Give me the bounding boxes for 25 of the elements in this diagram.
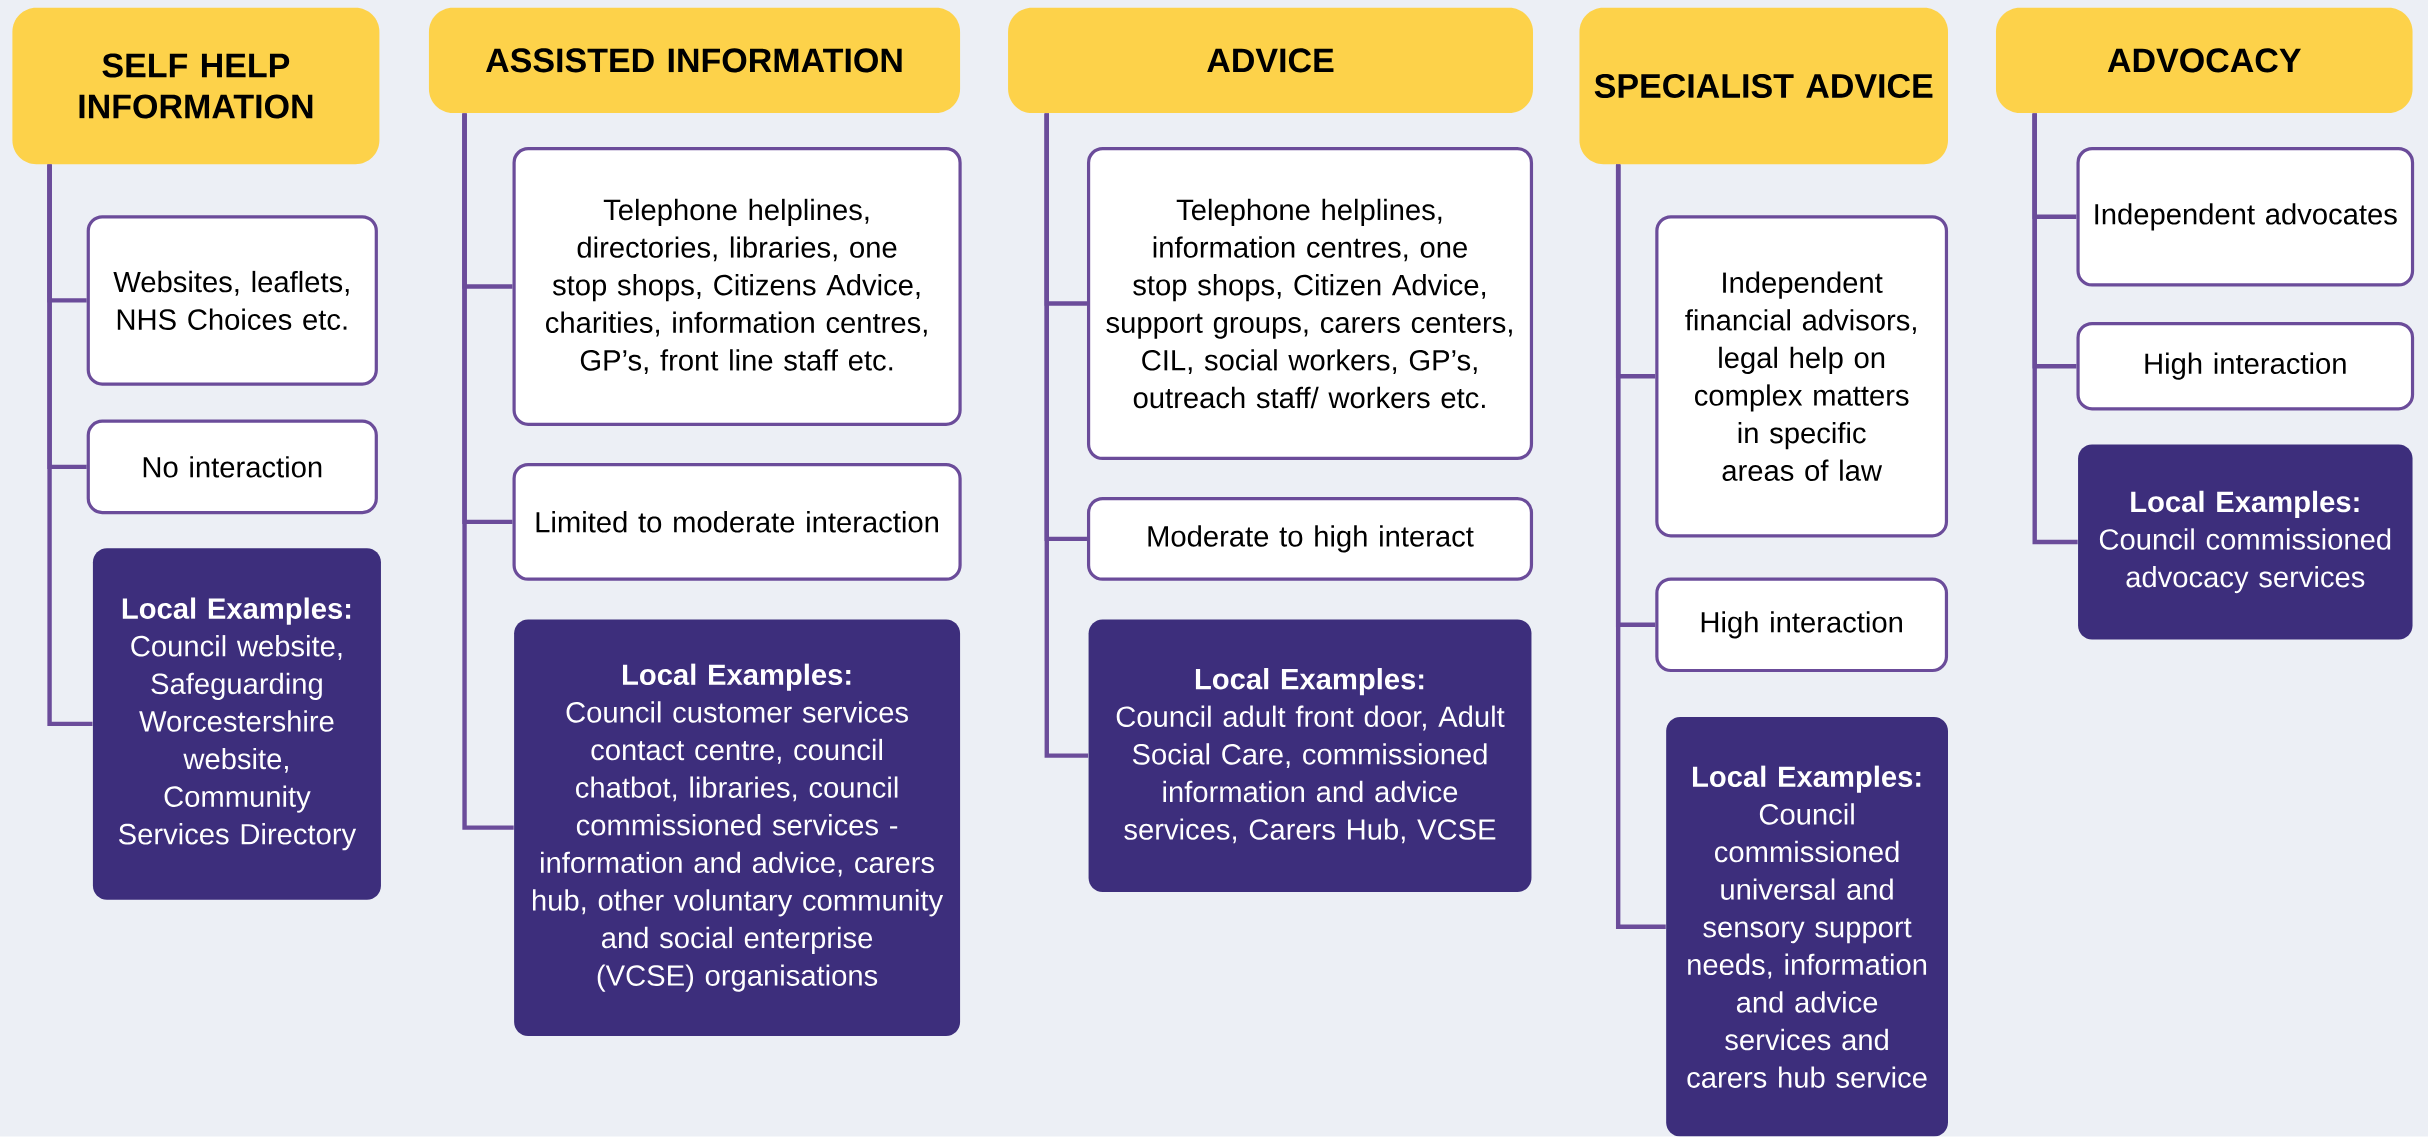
category-header: SELF HELP INFORMATION bbox=[12, 7, 380, 165]
info-box: Telephone helplines, directories, libraries, one stop shops, Citizens Advice, charities, information centres, GP’s, front line staff etc. bbox=[512, 147, 962, 427]
connector-line bbox=[1044, 113, 1089, 759]
examples-box: Local Examples: Council commissioned universal and sensory support needs, information and advice services and carers hub service bbox=[1666, 717, 1948, 1137]
info-box: Independent advocates bbox=[2076, 147, 2415, 287]
category-header: ADVOCACY bbox=[1996, 7, 2413, 114]
examples-box: Local Examples: Council commissioned advocacy services bbox=[2078, 444, 2413, 640]
category-header: ADVICE bbox=[1008, 7, 1533, 114]
info-box: Moderate to high interact bbox=[1087, 497, 1534, 581]
info-box: Limited to moderate interaction bbox=[512, 463, 962, 581]
category-header: SPECIALIST ADVICE bbox=[1579, 7, 1948, 165]
examples-box: Local Examples: Council customer services contact centre, council chatbot, libraries, council commissioned services - information and advice, carers hub, other voluntary community and social enterprise (VCSE) organisations bbox=[514, 619, 961, 1037]
info-box: High interaction bbox=[2076, 322, 2415, 411]
info-box: Telephone helplines, information centres, one stop shops, Citizen Advice, support groups, carers centers, CIL, social workers, GP’s, outreach staff/ workers etc. bbox=[1087, 147, 1534, 461]
info-box: No interaction bbox=[86, 419, 378, 515]
connector-line bbox=[47, 164, 93, 727]
info-box: High interaction bbox=[1655, 577, 1949, 673]
category-header: ASSISTED INFORMATION bbox=[428, 7, 961, 114]
examples-box: Local Examples: Council website, Safeguarding Worcestershire website, Community Services Directory bbox=[92, 548, 381, 900]
examples-box: Local Examples: Council adult front door, Adult Social Care, commissioned information and advice services, Carers Hub, VCSE bbox=[1088, 619, 1532, 893]
info-box: Independent financial advisors, legal help on complex matters in specific areas of law bbox=[1655, 215, 1949, 538]
connector-line bbox=[462, 113, 514, 831]
info-box: Websites, leaflets, NHS Choices etc. bbox=[86, 215, 378, 386]
connector-line bbox=[2032, 113, 2078, 545]
connector-line bbox=[1615, 164, 1666, 930]
